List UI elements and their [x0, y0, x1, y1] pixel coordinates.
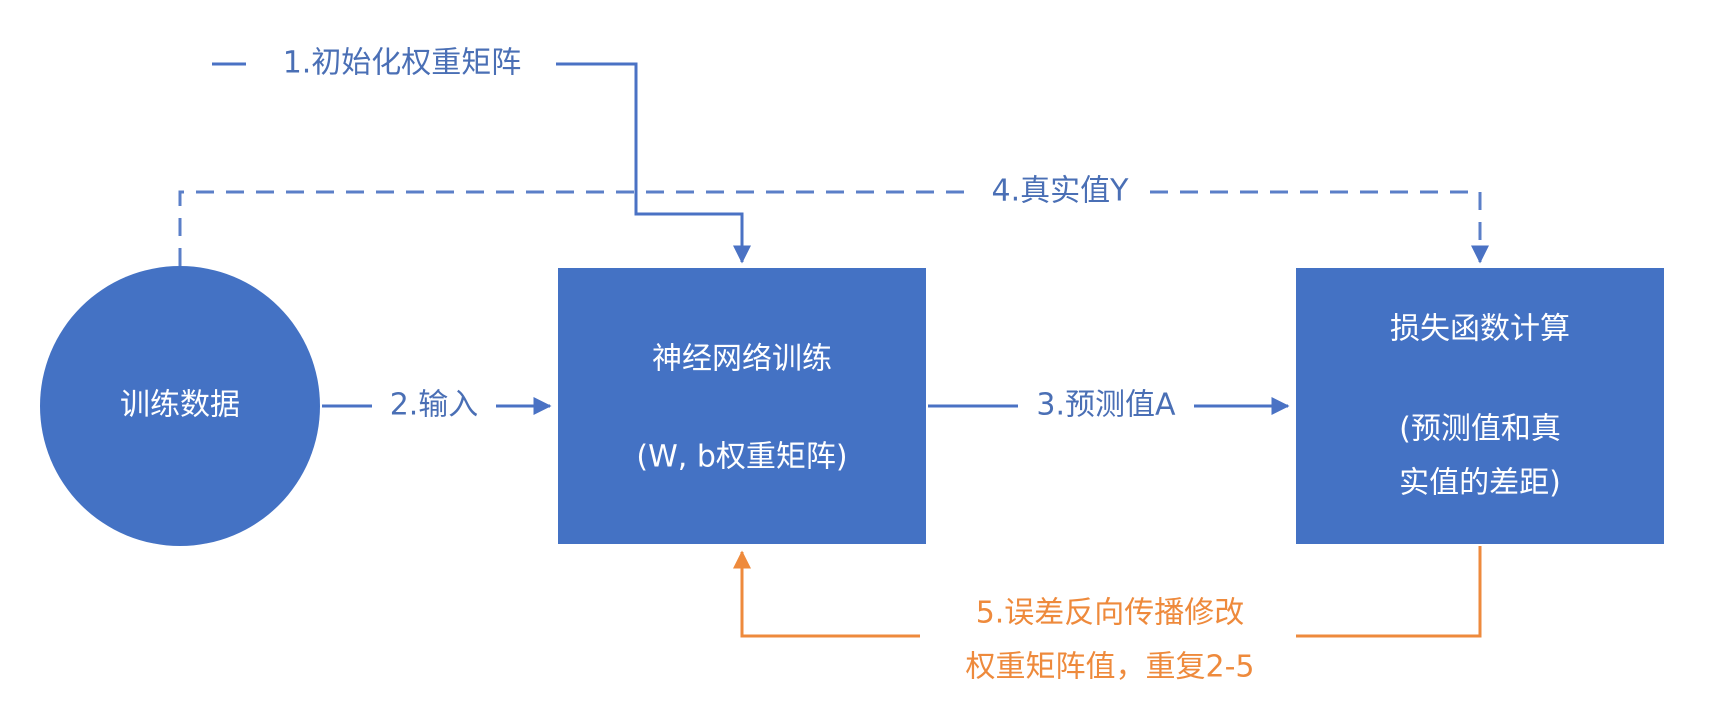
prediction-label: 3.预测值A [1036, 388, 1176, 423]
backprop-label-line2: 权重矩阵值，重复2-5 [966, 650, 1255, 685]
backprop-edge [1296, 546, 1482, 638]
input-label: 2.输入 [390, 388, 479, 423]
true-value-edge-left [178, 190, 968, 266]
init-weights-edge [556, 62, 751, 264]
nn-training-node [558, 268, 926, 544]
true-value-label: 4.真实值Y [992, 174, 1130, 209]
training-data-label: 训练数据 [120, 388, 240, 423]
backprop-label-line1: 5.误差反向传播修改 [976, 596, 1245, 631]
backprop-edge-return [733, 550, 920, 638]
nn-training-label-line2: (W, b权重矩阵) [636, 440, 847, 475]
training-data-node [40, 266, 320, 546]
nn-training-label-line1: 神经网络训练 [652, 342, 832, 377]
loss-calc-label-line3: 实值的差距) [1399, 466, 1561, 501]
init-weights-label: 1.初始化权重矩阵 [283, 46, 522, 81]
true-value-edge [1150, 190, 1489, 264]
loss-calc-label-line2: (预测值和真 [1399, 412, 1561, 447]
loss-calc-node [1296, 268, 1664, 544]
loss-calc-label-line1: 损失函数计算 [1390, 312, 1570, 347]
